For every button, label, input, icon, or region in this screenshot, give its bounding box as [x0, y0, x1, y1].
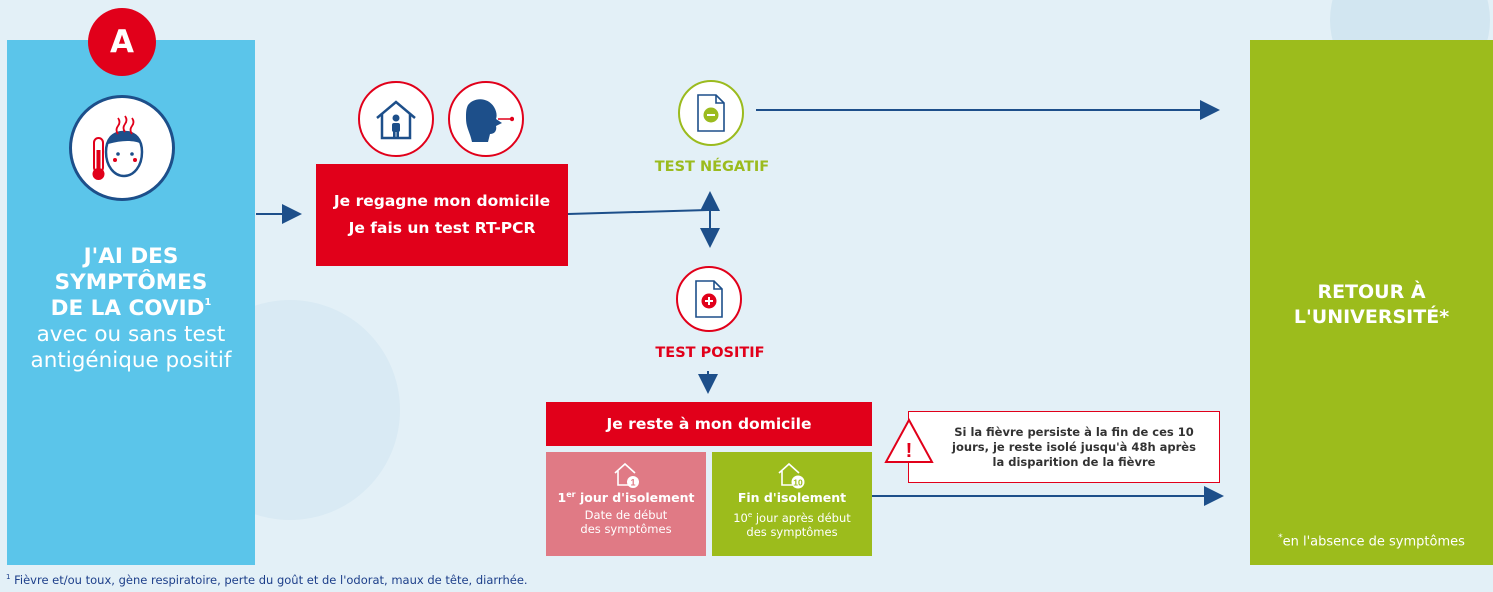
house-person-icon — [358, 81, 434, 157]
return-note: *en l'absence de symptômes — [1278, 533, 1465, 550]
footnote: 1 Fièvre et/ou toux, gène respiratoire, … — [6, 573, 528, 587]
thermometer-face-icon — [69, 95, 175, 201]
positive-test-label: TEST POSITIF — [655, 345, 765, 361]
svg-text:10: 10 — [793, 477, 803, 487]
house-day-10-icon: 10 — [778, 462, 805, 489]
warning-triangle-icon: ! — [884, 418, 934, 463]
document-negative-icon — [678, 80, 744, 146]
house-day-1-icon: 1 — [614, 462, 639, 488]
symptoms-subtitle-line2: antigénique positif — [30, 348, 232, 373]
isolation-start-title: 1er jour d'isolement — [557, 490, 695, 506]
symptoms-title: J'AI DES SYMPTÔMES DE LA COVID1 avec ou … — [7, 244, 255, 374]
rtpcr-step-box: Je regagne mon domicile Je fais un test … — [316, 164, 568, 266]
nasal-swab-icon — [448, 81, 524, 157]
svg-text:1: 1 — [630, 478, 635, 488]
isolation-end-title: Fin d'isolement — [737, 490, 847, 505]
step-badge: A — [88, 8, 156, 76]
rtpcr-line1: Je regagne mon domicile — [333, 192, 551, 210]
return-title: RETOUR À L'UNIVERSITÉ* — [1293, 281, 1450, 328]
footnote-marker: 1 — [204, 297, 212, 308]
return-panel — [1250, 40, 1493, 565]
symptoms-title-line2: DE LA COVID — [50, 296, 205, 321]
negative-test-label: TEST NÉGATIF — [654, 159, 770, 175]
rtpcr-line2: Je fais un test RT-PCR — [348, 219, 536, 237]
symptoms-title-line1: J'AI DES SYMPTÔMES — [54, 244, 208, 295]
document-positive-icon — [676, 266, 742, 332]
svg-text:!: ! — [906, 440, 913, 462]
symptoms-subtitle-line1: avec ou sans test — [36, 322, 226, 347]
fever-warning-box: Si la fièvre persiste à la fin de ces 10… — [908, 411, 1220, 483]
stay-home-box: Je reste à mon domicile — [546, 402, 872, 446]
